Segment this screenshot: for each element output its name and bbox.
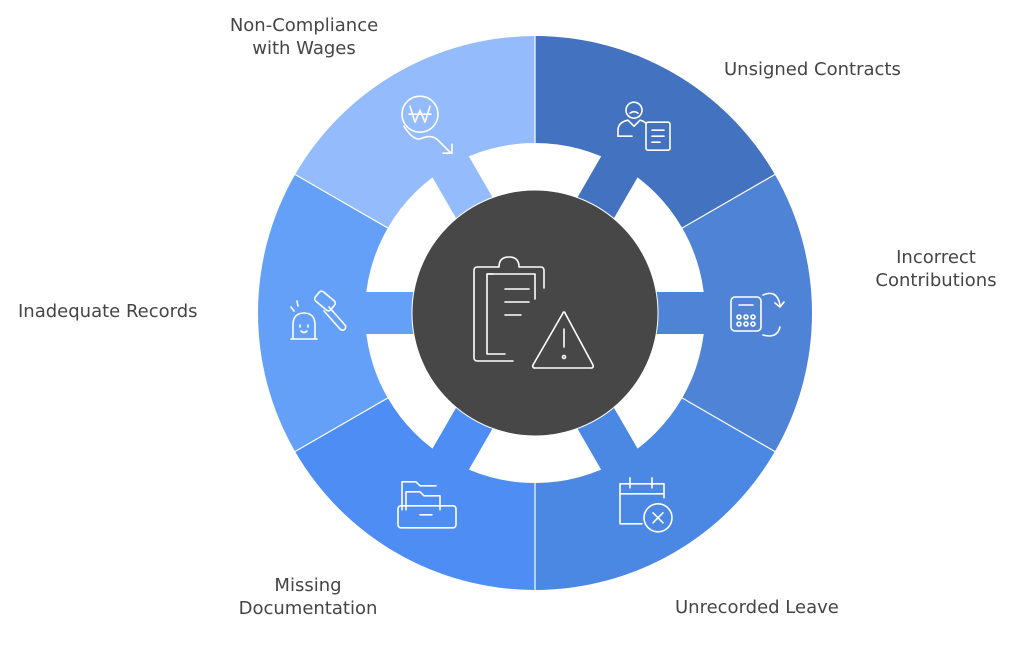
label-line: Non-Compliance <box>229 15 379 36</box>
label-line: Missing <box>274 575 342 596</box>
segment-divider <box>681 173 776 229</box>
label-line: Contributions <box>875 270 997 291</box>
label-line: with Wages <box>252 38 356 59</box>
segment-divider <box>294 173 389 229</box>
segment-inadequate-records <box>258 174 417 452</box>
label-incorrect-contributions: Incorrect Contributions <box>875 246 996 292</box>
label-missing-documentation: Missing Documentation <box>239 574 378 620</box>
segment-divider <box>681 397 776 453</box>
segment-divider <box>294 397 389 453</box>
segment-tab <box>653 292 707 334</box>
segment-shape <box>682 174 812 452</box>
label-line: Unrecorded Leave <box>675 597 839 618</box>
label-line: Inadequate Records <box>18 301 198 322</box>
label-line: Unsigned Contracts <box>724 59 901 80</box>
file-drawer-icon <box>397 480 457 529</box>
calculator-refresh-icon <box>730 292 785 337</box>
label-unsigned-contracts: Unsigned Contracts <box>724 58 901 81</box>
gavel-icon <box>290 290 347 340</box>
label-unrecorded-leave: Unrecorded Leave <box>675 596 839 619</box>
label-line: Documentation <box>238 598 378 619</box>
segment-incorrect-contributions <box>653 174 812 452</box>
segment-shape <box>258 174 388 452</box>
clipboard-warning-icon <box>473 256 595 369</box>
label-inadequate-records: Inadequate Records <box>18 300 198 323</box>
label-line: Incorrect <box>896 247 976 268</box>
segment-shape <box>535 36 775 228</box>
segment-shape <box>295 398 535 590</box>
label-non-compliance-wages: Non-Compliance with Wages <box>230 14 378 60</box>
person-document-icon <box>617 101 671 152</box>
segment-tab <box>363 292 417 334</box>
center-hub <box>411 189 659 437</box>
won-down-icon <box>401 95 453 155</box>
center-circle <box>411 189 659 437</box>
calendar-x-icon <box>619 476 673 533</box>
